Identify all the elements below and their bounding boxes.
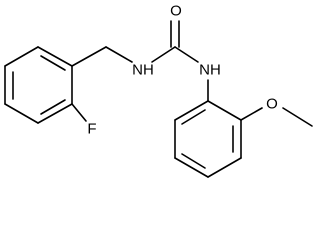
methoxyphenyl-ring bbox=[174, 100, 242, 178]
nh-right-label: NH bbox=[199, 62, 221, 79]
c-f-bond bbox=[71, 103, 87, 122]
fluorophenyl-ring bbox=[4, 46, 73, 124]
structure-diagram: O NH NH F O bbox=[4, 3, 313, 178]
nh-left-label: NH bbox=[132, 62, 154, 79]
o-methyl-bond bbox=[282, 107, 313, 127]
methoxy-oxygen-label: O bbox=[266, 96, 278, 113]
ring-o-bond bbox=[240, 107, 263, 121]
fluorine-label: F bbox=[87, 121, 96, 138]
nh-carbonyl-bond bbox=[151, 46, 176, 63]
carbonyl-nh-bond bbox=[174, 46, 199, 63]
ch2-nh-bond bbox=[105, 46, 133, 63]
ring-ch2-bond bbox=[71, 46, 107, 67]
carbonyl-oxygen-label: O bbox=[170, 3, 182, 20]
